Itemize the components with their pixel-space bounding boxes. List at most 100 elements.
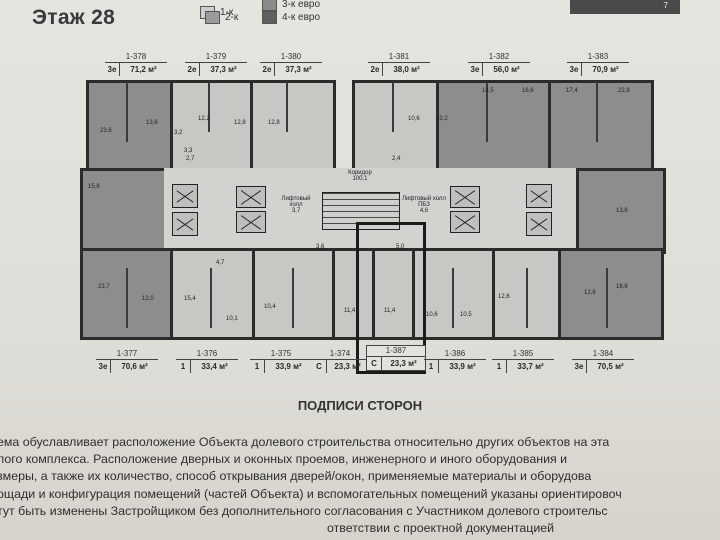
unit-area: 33,4 м² — [201, 362, 228, 371]
room-area: 12,2 — [436, 116, 448, 122]
elevator-shaft — [450, 186, 480, 208]
unit-area: 56,0 м² — [493, 65, 520, 74]
wall — [596, 82, 598, 142]
room-area: 22,8 — [618, 88, 630, 94]
unit-area: 23,3 м² — [334, 362, 361, 371]
elevator-shaft — [172, 184, 198, 208]
room-area: 2,7 — [186, 156, 195, 162]
legend-swatch — [205, 11, 220, 24]
apartment-1-380 — [250, 80, 336, 184]
wall — [286, 82, 288, 132]
wall — [210, 268, 212, 328]
room-area: 15,8 — [88, 184, 100, 190]
wall — [486, 82, 488, 142]
legend: 1-к 2-к 3-к евро 4-к евро — [200, 0, 560, 24]
room-area: 23,7 — [98, 284, 110, 290]
room-area: 23,6 — [100, 128, 112, 134]
room-area: 12,6 — [498, 294, 510, 300]
unit-number: 1-386 — [424, 349, 486, 360]
elevator-shaft — [526, 212, 552, 236]
unit-number: 1-380 — [260, 52, 322, 63]
unit-number: 1-376 — [176, 349, 238, 360]
unit-type: 1 — [250, 360, 265, 373]
legend-swatch — [262, 11, 277, 24]
unit-area: 33,7 м² — [517, 362, 544, 371]
floor-title: Этаж 28 — [32, 6, 116, 29]
legal-paragraph: ема обуславливает расположение Объекта д… — [0, 434, 720, 537]
site-plan-number: 7 — [663, 1, 668, 10]
unit-type: 2е — [260, 63, 275, 76]
room-area: 3,6 — [316, 244, 325, 250]
room-area: 15,4 — [184, 296, 196, 302]
room-area: 10,5 — [460, 312, 472, 318]
elevator-shaft — [236, 211, 266, 233]
paragraph-line: ема обуславливает расположение Объекта д… — [0, 435, 610, 449]
paragraph-line: змеры, а также их количество, способ отк… — [0, 469, 592, 484]
unit-type: 2е — [185, 63, 200, 76]
room-area: 3,3 — [184, 148, 193, 154]
apartment-1-384 — [558, 248, 664, 340]
room-area: 12,0 — [142, 296, 154, 302]
room-area: 12,6 — [584, 290, 596, 296]
unit-area: 37,3 м² — [285, 65, 312, 74]
elevator-shaft — [172, 212, 198, 236]
legend-label: 1-к — [220, 7, 234, 18]
wall — [208, 82, 210, 132]
room-area: 11,4 — [384, 308, 396, 314]
apartment-1-378 — [86, 80, 176, 184]
apartment-wing-right — [576, 168, 666, 254]
unit-area: 71,2 м² — [130, 65, 157, 74]
unit-type: 1 — [492, 360, 507, 373]
unit-area: 23,3 м² — [390, 359, 417, 368]
unit-number: 1-379 — [185, 52, 247, 63]
unit-type: 3е — [105, 63, 120, 76]
paragraph-line: лого комплекса. Расположение дверных и о… — [0, 452, 568, 467]
unit-area: 70,5 м² — [597, 362, 624, 371]
unit-type: 2е — [368, 63, 383, 76]
unit-number: 1-378 — [105, 52, 167, 63]
unit-type: 3е — [572, 360, 587, 373]
unit-area: 70,9 м² — [592, 65, 619, 74]
unit-number: 1-381 — [368, 52, 430, 63]
elevator-shaft — [526, 184, 552, 208]
unit-number: 1-377 — [96, 349, 158, 360]
room-area: 5,0 — [396, 244, 405, 250]
room-area: 10,6 — [426, 312, 438, 318]
unit-number: 1-384 — [572, 349, 634, 360]
paragraph-line: ощади и конфигурация помещений (частей О… — [0, 486, 622, 501]
legend-swatch — [262, 0, 277, 11]
wall — [606, 268, 608, 328]
room-area: 12,2 — [198, 116, 210, 122]
unit-type: 3е — [468, 63, 483, 76]
room-area: 13,6 — [146, 120, 158, 126]
room-area: 14,5 — [482, 88, 494, 94]
wall — [452, 268, 454, 328]
unit-tag: 1-378 3е 71,2 м² — [105, 52, 167, 76]
site-plan-thumbnail: 7 — [570, 0, 680, 14]
room-area: 16,6 — [616, 284, 628, 290]
unit-number: 1-375 — [250, 349, 312, 360]
room-area: 12,8 — [234, 120, 246, 126]
unit-number: 1-387 — [367, 346, 425, 357]
room-area: 4,7 — [216, 260, 225, 266]
wall — [526, 268, 528, 328]
legend-label: 3-к евро — [282, 0, 321, 10]
unit-type: 1 — [424, 360, 439, 373]
apartment-1-382 — [436, 80, 554, 184]
room-area: 16,6 — [522, 88, 534, 94]
wall — [126, 82, 128, 142]
unit-area: 37,3 м² — [210, 65, 237, 74]
legend-item: 4-к евро — [262, 11, 320, 24]
elevator-shaft — [450, 211, 480, 233]
